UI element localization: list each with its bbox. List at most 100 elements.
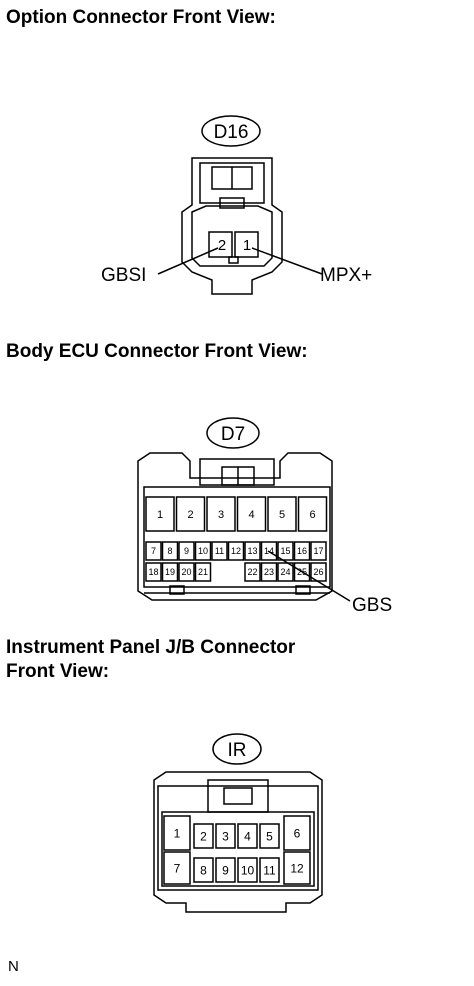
option-connector-title: Option Connector Front View: (6, 7, 276, 28)
d7-pin-10-cavity (194, 541, 212, 561)
d16-code-label: D16 (214, 122, 249, 143)
d7-pin-7-cavity (145, 541, 162, 561)
ir-pin-3-label: 3 (222, 829, 229, 843)
d16-latch-tab (219, 197, 245, 209)
d7-pin-10-label: 10 (198, 546, 208, 556)
d7-pin-24-label: 24 (280, 567, 290, 577)
d7-housing (137, 452, 333, 601)
d7-pin-16-cavity (293, 541, 311, 561)
d7-gbs-leader (267, 550, 351, 602)
d7-pin-22-label: 22 (247, 567, 257, 577)
ir-pin-6-cavity (283, 815, 311, 851)
ir-latch-inner (223, 787, 253, 805)
ir-pin-8-cavity (193, 857, 214, 883)
instrument-panel-jb-title-line1: Instrument Panel J/B Connector (6, 637, 296, 658)
d7-pin-1-label: 1 (157, 509, 163, 521)
footer-code: N (8, 958, 19, 975)
ir-pin-10-label: 10 (241, 863, 255, 877)
d7-pin-11-label: 11 (215, 546, 224, 556)
d7-pin-20-cavity (178, 562, 195, 582)
d7-pin-1-cavity (145, 496, 175, 532)
d16-pin-1-cavity (234, 231, 259, 258)
d16-pin-1-label: 1 (243, 237, 251, 254)
ir-pin-2-cavity (193, 823, 214, 849)
ir-code-oval (212, 733, 262, 765)
d7-pin-20-label: 20 (181, 567, 191, 577)
ir-pin-7-cavity (163, 851, 191, 885)
d7-latch (199, 458, 275, 486)
instrument-panel-jb-heading: Instrument Panel J/B Connector Front Vie… (6, 636, 295, 684)
ir-housing (153, 771, 323, 913)
d7-pin-24-cavity (277, 562, 294, 582)
ir-code-label: IR (228, 740, 247, 761)
d7-pin-9-label: 9 (184, 546, 189, 556)
ir-face (161, 811, 315, 887)
d7-pin-17-cavity (310, 541, 327, 561)
d7-pin-12-cavity (227, 541, 245, 561)
ir-pin-12-label: 12 (290, 861, 304, 875)
d7-face (143, 486, 331, 588)
d7-pin-19-label: 19 (165, 567, 175, 577)
d7-pin-13-label: 13 (247, 546, 257, 556)
d7-pin-2-cavity (175, 496, 206, 532)
d16-mpx-leader (251, 247, 323, 275)
d16-key (228, 256, 239, 264)
ir-pin-1-cavity (163, 815, 191, 851)
ir-pin-11-label: 11 (263, 863, 276, 877)
ir-pin-5-label: 5 (266, 829, 273, 843)
d7-pin-21-cavity (194, 562, 212, 582)
d7-pin-8-label: 8 (167, 546, 172, 556)
d7-pin-21-label: 21 (198, 567, 208, 577)
d7-pin-7-label: 7 (151, 546, 156, 556)
d7-pin-4-cavity (236, 496, 267, 532)
d7-pin-14-cavity (260, 541, 278, 561)
d16-face (191, 205, 273, 267)
d7-pin-3-cavity (206, 496, 236, 532)
ir-pin-9-label: 9 (222, 863, 229, 877)
d7-code-label: D7 (221, 424, 245, 445)
d7-pin-26-label: 26 (313, 567, 323, 577)
d7-code-oval (206, 417, 260, 449)
d7-pin-9-cavity (178, 541, 195, 561)
ir-pin-1-label: 1 (174, 826, 181, 840)
ir-inner-frame (157, 785, 319, 891)
d7-pin-3-label: 3 (218, 509, 224, 521)
d16-gbsi-leader (157, 247, 219, 275)
d7-pin-6-label: 6 (309, 509, 315, 521)
d16-pin-2-cavity (208, 231, 233, 258)
d16-mpx-label: MPX+ (320, 265, 372, 286)
ir-latch (207, 779, 269, 813)
d16-gbsi-label: GBSI (101, 265, 146, 286)
ir-pin-4-label: 4 (244, 829, 251, 843)
ir-pin-11-cavity (259, 857, 280, 883)
ir-pin-10-cavity (237, 857, 258, 883)
ir-pin-3-cavity (215, 823, 236, 849)
d7-pin-15-cavity (277, 541, 294, 561)
d7-pin-12-label: 12 (231, 546, 241, 556)
d16-housing (181, 157, 283, 295)
d7-pin-25-cavity (293, 562, 311, 582)
d7-pin-5-cavity (267, 496, 297, 532)
ir-pin-5-cavity (259, 823, 280, 849)
d7-pin-23-label: 23 (264, 567, 274, 577)
d7-pin-5-label: 5 (279, 509, 285, 521)
d7-pin-22-cavity (244, 562, 261, 582)
d7-pin-8-cavity (161, 541, 179, 561)
d7-pin-2-label: 2 (187, 509, 193, 521)
d7-pin-6-cavity (297, 496, 328, 532)
d7-pin-18-label: 18 (148, 567, 158, 577)
body-ecu-connector-title: Body ECU Connector Front View: (6, 341, 308, 362)
ir-pin-7-label: 7 (174, 861, 181, 875)
ir-pin-12-cavity (283, 851, 311, 885)
d16-latch-outer (199, 162, 265, 204)
d7-pin-11-cavity (211, 541, 228, 561)
d7-pin-19-cavity (161, 562, 179, 582)
d7-pin-13-cavity (244, 541, 261, 561)
ir-pin-8-label: 8 (200, 863, 207, 877)
